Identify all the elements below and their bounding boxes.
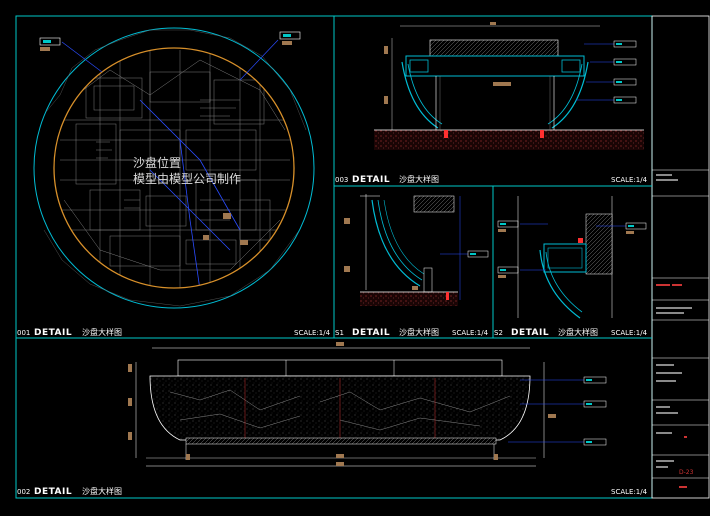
title-block: D-23 [652, 169, 709, 488]
detail-number: 001 [17, 329, 30, 337]
detail-001-plan-view: 沙盘位置 模型由模型公司制作 [33, 27, 315, 309]
detail-title-003: 003 DETAIL 沙盘大样图 SCALE:1/4 [335, 174, 648, 185]
detail-word: DETAIL [352, 328, 390, 338]
detail-word: DETAIL [352, 175, 390, 185]
detail-word: DETAIL [511, 328, 549, 338]
detail-title-s1: S1 DETAIL 沙盘大样图 SCALE:1/4 [335, 327, 489, 338]
detail-title: 沙盘大样图 [82, 486, 122, 496]
detail-title: 沙盘大样图 [558, 327, 598, 337]
detail-word: DETAIL [34, 328, 72, 338]
note-model-maker: 模型由模型公司制作 [133, 172, 241, 186]
detail-scale: SCALE:1/4 [611, 488, 648, 496]
detail-scale: SCALE:1/4 [294, 329, 331, 337]
detail-s1-section [344, 194, 489, 306]
detail-002-elevation [128, 342, 607, 467]
detail-title: 沙盘大样图 [399, 174, 439, 184]
detail-title-s2: S2 DETAIL 沙盘大样图 SCALE:1/4 [494, 327, 648, 338]
detail-s2-section [497, 196, 647, 319]
detail-word: DETAIL [34, 487, 72, 497]
detail-number: 002 [17, 488, 30, 496]
detail-scale: SCALE:1/4 [611, 329, 648, 337]
detail-title-001: 001 DETAIL 沙盘大样图 SCALE:1/4 [17, 327, 331, 338]
detail-number: 003 [335, 176, 348, 184]
detail-title: 沙盘大样图 [399, 327, 439, 337]
detail-title-002: 002 DETAIL 沙盘大样图 SCALE:1/4 [17, 486, 648, 497]
sheet-code: D-23 [679, 469, 694, 476]
detail-title: 沙盘大样图 [82, 327, 122, 337]
detail-number: S2 [494, 329, 503, 337]
detail-scale: SCALE:1/4 [452, 329, 489, 337]
sheet-border [15, 15, 710, 499]
detail-number: S1 [335, 329, 344, 337]
detail-scale: SCALE:1/4 [611, 176, 648, 184]
note-sandtable-location: 沙盘位置 [133, 155, 181, 170]
detail-003-section [374, 22, 644, 150]
